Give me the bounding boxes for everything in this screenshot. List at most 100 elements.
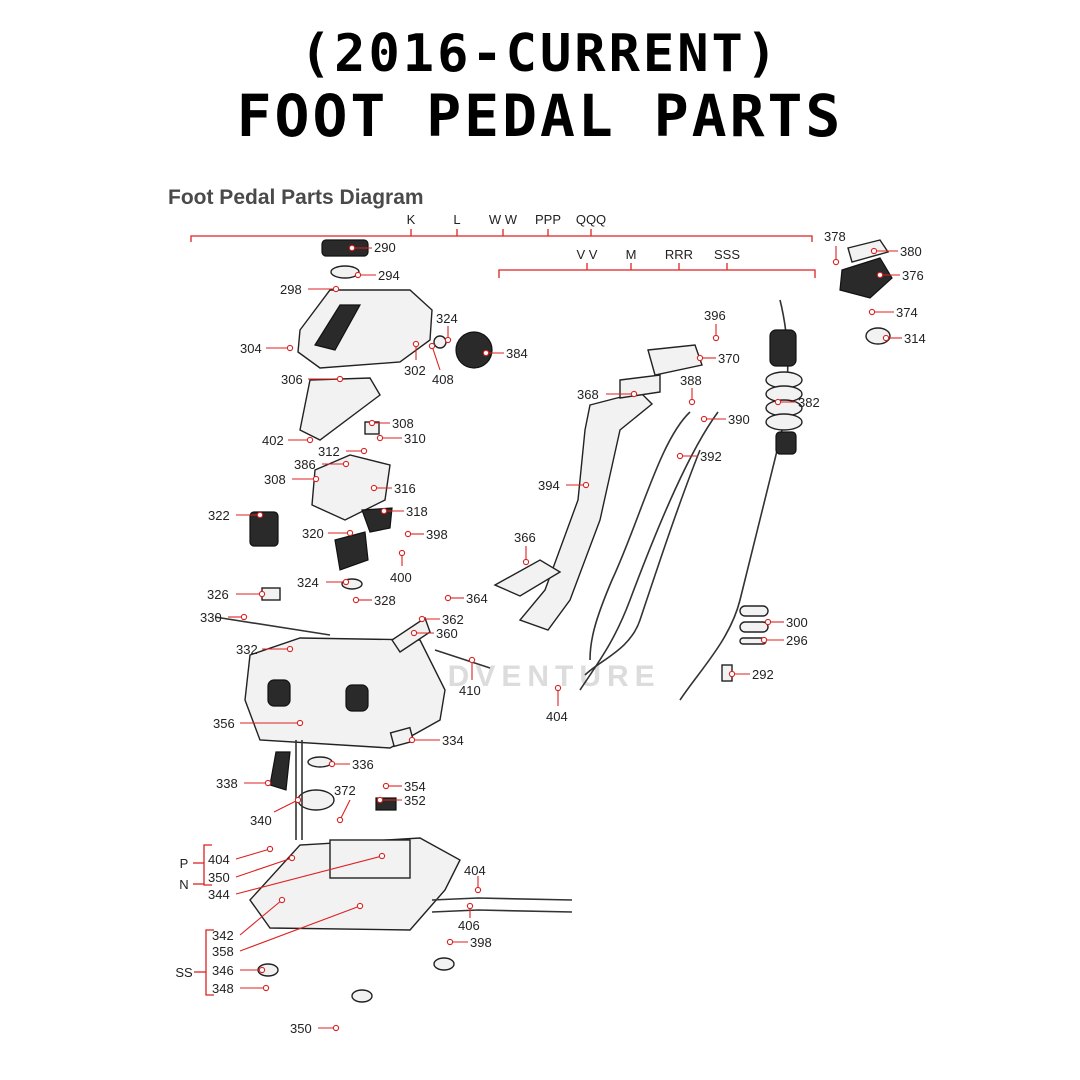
callout-label-378: 378 [824,229,846,244]
top-bracket: K L W W PPP QQQ [190,212,813,242]
callout-label-322: 322 [208,508,230,523]
bottom-plate [249,740,573,1003]
callout-312: 312 [318,444,368,459]
callout-314: 314 [882,331,926,346]
callout-label-332: 332 [236,642,258,657]
callout-label-356: 356 [213,716,235,731]
callout-label-294: 294 [378,268,400,283]
callout-label-382: 382 [798,395,820,410]
shaft-and-cables [493,299,803,701]
callout-298: 298 [280,282,340,297]
callout-label-368: 368 [577,387,599,402]
callout-label-330: 330 [200,610,222,625]
callout-322: 322 [208,508,264,523]
callout-392: 392 [676,449,722,464]
bracket-letter-sss: SSS [714,247,740,262]
callout-label-336: 336 [352,757,374,772]
callout-label-320: 320 [302,526,324,541]
callout-label-376: 376 [902,268,924,283]
callout-360: 360 [410,626,458,641]
callout-label-360: 360 [436,626,458,641]
callout-358: 358 [212,902,364,959]
callout-340: 340 [250,796,302,828]
callout-label-390: 390 [728,412,750,427]
bracket-letter-vv: V V [577,247,598,262]
callout-label-408: 408 [432,372,454,387]
callout-344: 344 [208,852,386,902]
callout-356: 356 [213,716,304,731]
callout-386: 386 [294,457,350,472]
callout-324a: 324 [436,311,458,344]
pedal-housing-top [297,239,493,369]
bracket-letter-k: K [407,212,416,227]
heading-years: (2016-CURRENT) [299,24,781,84]
group-letter-ss: SS [175,965,193,980]
callout-408: 408 [428,342,454,387]
diagram-title: Foot Pedal Parts Diagram [168,186,424,209]
callout-label-326: 326 [207,587,229,602]
callout-296: 296 [760,633,808,648]
callout-label-372: 372 [334,783,356,798]
callout-310: 310 [376,431,426,446]
callout-374: 374 [868,305,918,320]
callout-370: 370 [696,351,740,366]
callout-320: 320 [302,526,354,541]
group-letter-n: N [179,877,188,892]
callout-label-352: 352 [404,793,426,808]
callout-label-314: 314 [904,331,926,346]
callout-318: 318 [380,504,428,519]
callout-label-366: 366 [514,530,536,545]
callout-label-312: 312 [318,444,340,459]
callout-label-348: 348 [212,981,234,996]
callout-label-388: 388 [680,373,702,388]
callout-label-338: 338 [216,776,238,791]
callout-label-362: 362 [442,612,464,627]
callout-400: 400 [390,549,412,585]
callout-label-386: 386 [294,457,316,472]
callout-label-354: 354 [404,779,426,794]
callout-label-404a: 404 [208,852,230,867]
callout-label-358: 358 [212,944,234,959]
pedal-cam-assembly [249,377,393,601]
bracket-letter-rrr: RRR [665,247,693,262]
callout-404a: 404 [208,845,274,867]
callout-306: 306 [281,372,344,387]
callout-label-384: 384 [506,346,528,361]
callout-336: 336 [328,757,374,772]
callouts: 290 294 298 304 324 384 302 408 306 308 … [200,229,926,1036]
callout-label-296: 296 [786,633,808,648]
callout-384: 384 [482,346,528,361]
watermark: ADVENTURE [420,660,661,693]
callout-label-400: 400 [390,570,412,585]
callout-label-370: 370 [718,351,740,366]
callout-292: 292 [728,667,774,682]
left-brackets: P N SS [175,844,214,996]
callout-394: 394 [538,478,590,493]
callout-label-350b: 350 [290,1021,312,1036]
callout-350: 350 [208,854,296,885]
callout-334: 334 [408,733,464,748]
callout-316: 316 [370,481,416,496]
callout-302: 302 [404,340,426,378]
callout-label-308a: 308 [392,416,414,431]
callout-label-328: 328 [374,593,396,608]
callout-388: 388 [680,373,702,406]
callout-328: 328 [352,593,396,608]
callout-label-394: 394 [538,478,560,493]
callout-label-374: 374 [896,305,918,320]
callout-label-340: 340 [250,813,272,828]
bracket-letter-m: M [626,247,637,262]
callout-label-398a: 398 [426,527,448,542]
callout-304: 304 [240,341,294,356]
callout-label-396: 396 [704,308,726,323]
callout-label-308b: 308 [264,472,286,487]
callout-label-292: 292 [752,667,774,682]
callout-label-344: 344 [208,887,230,902]
callout-402: 402 [262,433,314,448]
callout-label-302: 302 [404,363,426,378]
callout-label-324a: 324 [436,311,458,326]
pedal-base [214,616,491,749]
callout-label-290: 290 [374,240,396,255]
callout-label-304: 304 [240,341,262,356]
